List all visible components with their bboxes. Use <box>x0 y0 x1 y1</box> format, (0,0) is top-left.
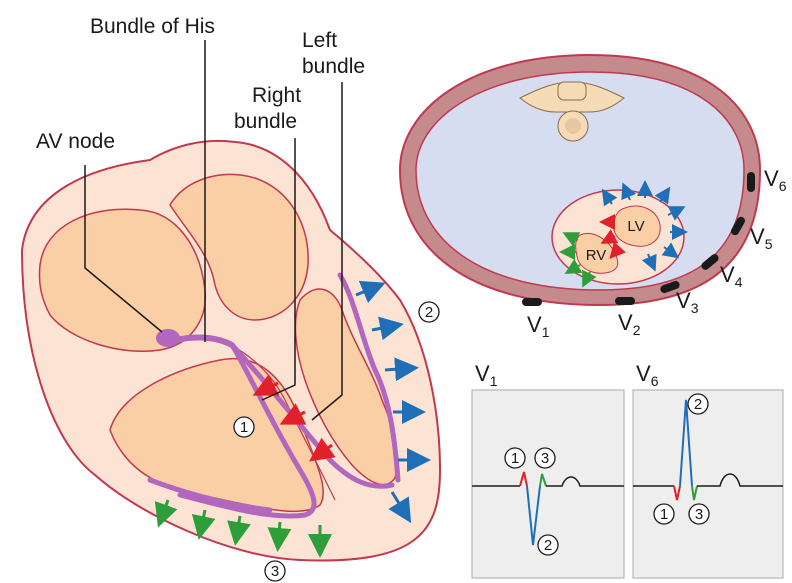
marker-text: 2 <box>544 537 552 554</box>
label-rv: RV <box>586 247 607 264</box>
electrode-pad <box>522 298 542 306</box>
chest-cross-section: LV RV <box>400 55 787 340</box>
phase-marker-2: 2 <box>419 302 439 322</box>
depolarization-arrow <box>385 368 413 370</box>
ecg-panel-v1: V1 1 3 2 <box>472 361 624 578</box>
label-left-bundle-line1: Left <box>302 29 337 52</box>
lead-v2: V2 <box>618 310 641 338</box>
marker-text: 1 <box>511 450 519 467</box>
label-lv: LV <box>627 218 644 235</box>
electrode-pad <box>615 297 635 305</box>
ecg-panel-v6: V6 2 1 3 <box>633 361 783 578</box>
lead-v5: V5 <box>750 224 773 252</box>
marker-text: 3 <box>271 563 279 580</box>
label-av-node: AV node <box>36 130 115 153</box>
phase-marker-3: 3 <box>265 561 285 581</box>
lead-v6: V6 <box>764 166 787 194</box>
lead-v4: V4 <box>720 262 743 290</box>
marker-text: 2 <box>694 396 702 413</box>
depolarization-arrow <box>278 522 280 546</box>
ecg-v6-title: V6 <box>636 361 659 389</box>
label-right-bundle-line1: Right <box>252 84 301 107</box>
marker-text: 1 <box>660 506 668 523</box>
marker-text: 1 <box>240 419 248 436</box>
lead-v3: V3 <box>676 288 699 316</box>
label-right-bundle-line2: bundle <box>234 110 297 133</box>
electrode-pad <box>747 172 755 192</box>
label-bundle-of-his: Bundle of His <box>90 15 215 38</box>
marker-text: 2 <box>425 304 433 321</box>
ecg-v1-title: V1 <box>475 361 498 389</box>
heart-illustration: Bundle of His Left bundle Right bundle A… <box>22 15 440 581</box>
label-left-bundle-line2: bundle <box>302 55 365 78</box>
lead-v1: V1 <box>527 312 550 340</box>
phase-marker-1: 1 <box>234 417 254 437</box>
marker-text: 3 <box>541 450 549 467</box>
marker-text: 3 <box>695 506 703 523</box>
